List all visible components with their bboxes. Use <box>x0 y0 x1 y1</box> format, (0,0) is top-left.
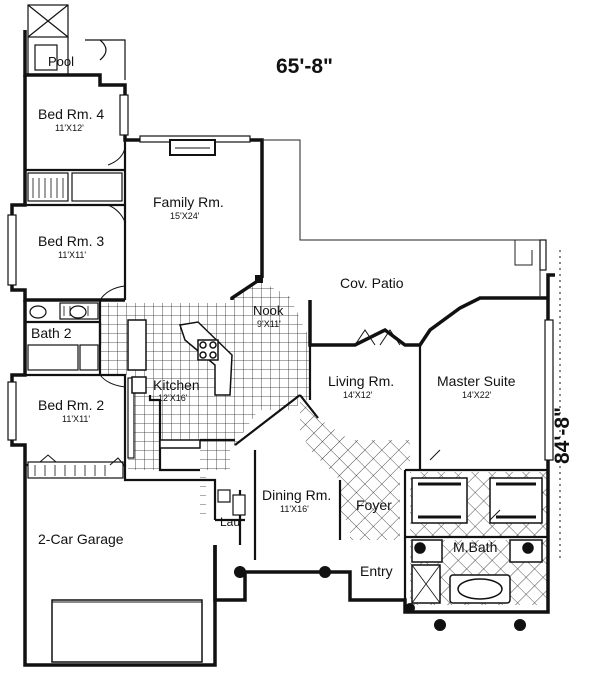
overall-width-dimension: 65'-8" <box>276 55 333 78</box>
room-label-pool: Pool <box>48 54 75 69</box>
room-label-family: Family Rm. <box>153 194 224 210</box>
room-label-foyer: Foyer <box>356 497 392 513</box>
pool-area <box>27 4 126 80</box>
room-size-living: 14'X12' <box>343 390 373 400</box>
door-swings <box>39 147 501 521</box>
room-label-master-suite: Master Suite <box>437 373 516 389</box>
room-size-family: 15'X24' <box>170 211 200 221</box>
interior-walls <box>25 85 548 612</box>
room-size-master-suite: 14'X22' <box>462 390 492 400</box>
room-label-laundry: Lau <box>220 515 241 529</box>
room-label-bath2: Bath 2 <box>31 325 72 341</box>
garage-door <box>51 599 203 663</box>
bed2-closet <box>27 461 124 479</box>
bath2-fixtures <box>27 305 99 371</box>
room-size-bed2: 11'X11' <box>62 414 91 424</box>
room-size-dining: 11'X16' <box>280 504 309 514</box>
master-bath-fixtures <box>411 539 543 604</box>
room-label-living: Living Rm. <box>328 373 395 389</box>
room-label-dining: Dining Rm. <box>262 487 332 503</box>
kitchen-island <box>127 319 233 449</box>
room-label-cov-patio: Cov. Patio <box>340 275 404 291</box>
room-size-nook: 9'X11' <box>257 319 281 329</box>
room-label-bed2: Bed Rm. 2 <box>38 397 105 413</box>
room-label-entry: Entry <box>360 563 393 579</box>
room-label-nook: Nook <box>253 303 284 318</box>
room-size-kitchen: 12'X16' <box>158 393 188 403</box>
room-size-bed3: 11'X11' <box>58 250 87 260</box>
room-label-kitchen: Kitchen <box>153 377 200 393</box>
room-label-garage: 2-Car Garage <box>38 531 124 547</box>
master-closets <box>411 477 543 524</box>
overall-depth-dimension: 84'-8" <box>550 407 574 464</box>
room-label-bed3: Bed Rm. 3 <box>38 233 105 249</box>
fireplace <box>169 139 216 156</box>
room-size-bed4: 11'X12' <box>55 123 84 133</box>
room-label-bed4: Bed Rm. 4 <box>38 106 105 122</box>
room-label-master-bath: M.Bath <box>453 539 498 555</box>
entry-columns <box>234 275 526 631</box>
closets <box>27 172 123 320</box>
laundry-fixtures <box>217 489 246 516</box>
